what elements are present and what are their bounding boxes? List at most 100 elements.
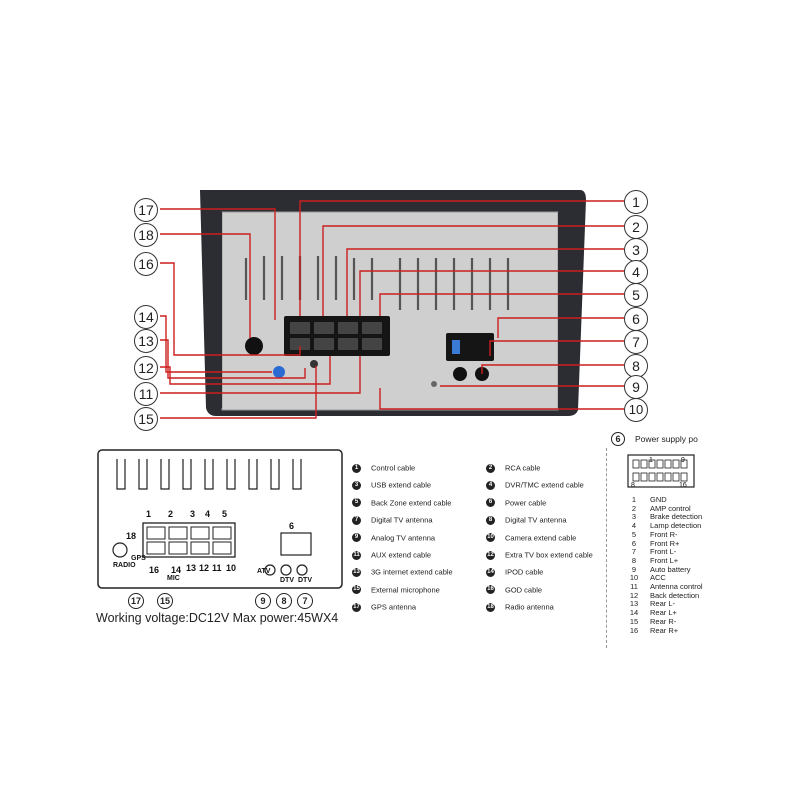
legend-number: 10 bbox=[486, 533, 495, 542]
dtv-jack-1 bbox=[453, 367, 467, 381]
pin-label: ACC bbox=[650, 573, 666, 582]
legend-label: GOD cable bbox=[505, 585, 542, 594]
callout-2: 2 bbox=[624, 215, 648, 239]
callout-5: 5 bbox=[624, 283, 648, 307]
pin-number: 8 bbox=[625, 556, 643, 565]
power-supply-title: Power supply po bbox=[635, 434, 698, 444]
pin-number: 9 bbox=[625, 565, 643, 574]
pin-row: 5Front R- bbox=[625, 530, 795, 539]
legend-label: Digital TV antenna bbox=[505, 516, 567, 525]
callout-11: 11 bbox=[134, 382, 158, 406]
sch-num-5: 5 bbox=[222, 509, 227, 519]
foot-15: 15 bbox=[157, 593, 173, 609]
callout-10: 10 bbox=[624, 398, 648, 422]
pin-number: 16 bbox=[625, 626, 643, 635]
legend-number: 6 bbox=[486, 498, 495, 507]
legend-label: Camera extend cable bbox=[505, 533, 576, 542]
pin-label: Rear L- bbox=[650, 599, 675, 608]
legend-label: Control cable bbox=[371, 464, 415, 473]
callout-7: 7 bbox=[624, 330, 648, 354]
pin-label: AMP control bbox=[650, 504, 691, 513]
pin-label: Lamp detection bbox=[650, 521, 701, 530]
foot-9: 9 bbox=[255, 593, 271, 609]
pin-number: 11 bbox=[625, 582, 643, 591]
unit-back-photo bbox=[0, 0, 800, 440]
legend-label: RCA cable bbox=[505, 464, 540, 473]
sch-num-1: 1 bbox=[146, 509, 151, 519]
pin-label: Rear L+ bbox=[650, 608, 677, 617]
power-badge: 6 bbox=[611, 432, 625, 446]
legend-label: 3G internet extend cable bbox=[371, 568, 453, 577]
legend-number: 5 bbox=[352, 498, 361, 507]
connector-schematic: 1 2 3 4 5 6 16 14 13 12 11 10 18 GPS RAD… bbox=[97, 449, 343, 589]
gps-antenna-jack bbox=[273, 366, 285, 378]
pin-row: 7 Front L- bbox=[625, 547, 795, 556]
working-voltage: Working voltage:DC12V Max power:45WX4 bbox=[96, 611, 338, 625]
pin-label: Brake detection bbox=[650, 512, 702, 521]
legend-label: IPOD cable bbox=[505, 568, 543, 577]
callout-3: 3 bbox=[624, 238, 648, 262]
sch-num-3: 3 bbox=[190, 509, 195, 519]
callout-1: 1 bbox=[624, 190, 648, 214]
pin-number: 4 bbox=[625, 521, 643, 530]
legend-label: Digital TV antenna bbox=[371, 516, 433, 525]
sch-dtv-1: DTV bbox=[280, 577, 294, 584]
legend-number: 18 bbox=[486, 603, 495, 612]
legend-label: DVR/TMC extend cable bbox=[505, 481, 584, 490]
sch-num-16: 16 bbox=[149, 565, 159, 575]
pin-number: 10 bbox=[625, 573, 643, 582]
callout-18: 18 bbox=[134, 223, 158, 247]
callout-15: 15 bbox=[134, 407, 158, 431]
sch-atv: ATV bbox=[257, 568, 270, 575]
pin-row: 2 AMP control bbox=[625, 504, 795, 513]
metal-plate bbox=[222, 212, 558, 410]
foot-7: 7 bbox=[297, 593, 313, 609]
sch-mic: MIC bbox=[167, 575, 180, 582]
pin-number: 14 bbox=[625, 608, 643, 617]
pin-number: 5 bbox=[625, 530, 643, 539]
foot-17: 17 bbox=[128, 593, 144, 609]
legend-number: 17 bbox=[352, 603, 361, 612]
sch-18: 18 bbox=[126, 531, 136, 541]
pin-label: Auto battery bbox=[650, 565, 690, 574]
section-divider bbox=[606, 448, 607, 648]
pin-number: 7 bbox=[625, 547, 643, 556]
legend-label: Power cable bbox=[505, 498, 546, 507]
sch-num-11: 11 bbox=[212, 563, 222, 573]
pin-label: Back detection bbox=[650, 591, 699, 600]
pin-number: 2 bbox=[625, 504, 643, 513]
legend-label: USB extend cable bbox=[371, 481, 431, 490]
conn-label-9: 9 bbox=[681, 457, 685, 464]
radio-antenna-jack bbox=[245, 337, 263, 355]
legend-number: 11 bbox=[352, 551, 361, 560]
pin-label: Front L- bbox=[650, 547, 676, 556]
legend-number: 12 bbox=[486, 551, 495, 560]
pin-number: 6 bbox=[625, 539, 643, 548]
callout-17: 17 bbox=[134, 198, 158, 222]
legend-number: 1 bbox=[352, 464, 361, 473]
pin-label: Rear R+ bbox=[650, 626, 678, 635]
sch-num-12: 12 bbox=[199, 563, 209, 573]
legend-number: 16 bbox=[486, 585, 495, 594]
sch-num-4: 4 bbox=[205, 509, 210, 519]
pin-label: Rear R- bbox=[650, 617, 676, 626]
sch-num-13: 13 bbox=[186, 563, 196, 573]
legend-number: 7 bbox=[352, 516, 361, 525]
sch-gps: GPS bbox=[131, 555, 146, 562]
legend-label: AUX extend cable bbox=[371, 551, 431, 560]
foot-8: 8 bbox=[276, 593, 292, 609]
callout-16: 16 bbox=[134, 252, 158, 276]
sch-num-2: 2 bbox=[168, 509, 173, 519]
pin-row: 14 Rear L+ bbox=[625, 608, 795, 617]
sch-num-14: 14 bbox=[171, 565, 181, 575]
pin-row: 4 Lamp detection bbox=[625, 521, 795, 530]
legend-label: External microphone bbox=[371, 585, 440, 594]
legend-number: 3 bbox=[352, 481, 361, 490]
